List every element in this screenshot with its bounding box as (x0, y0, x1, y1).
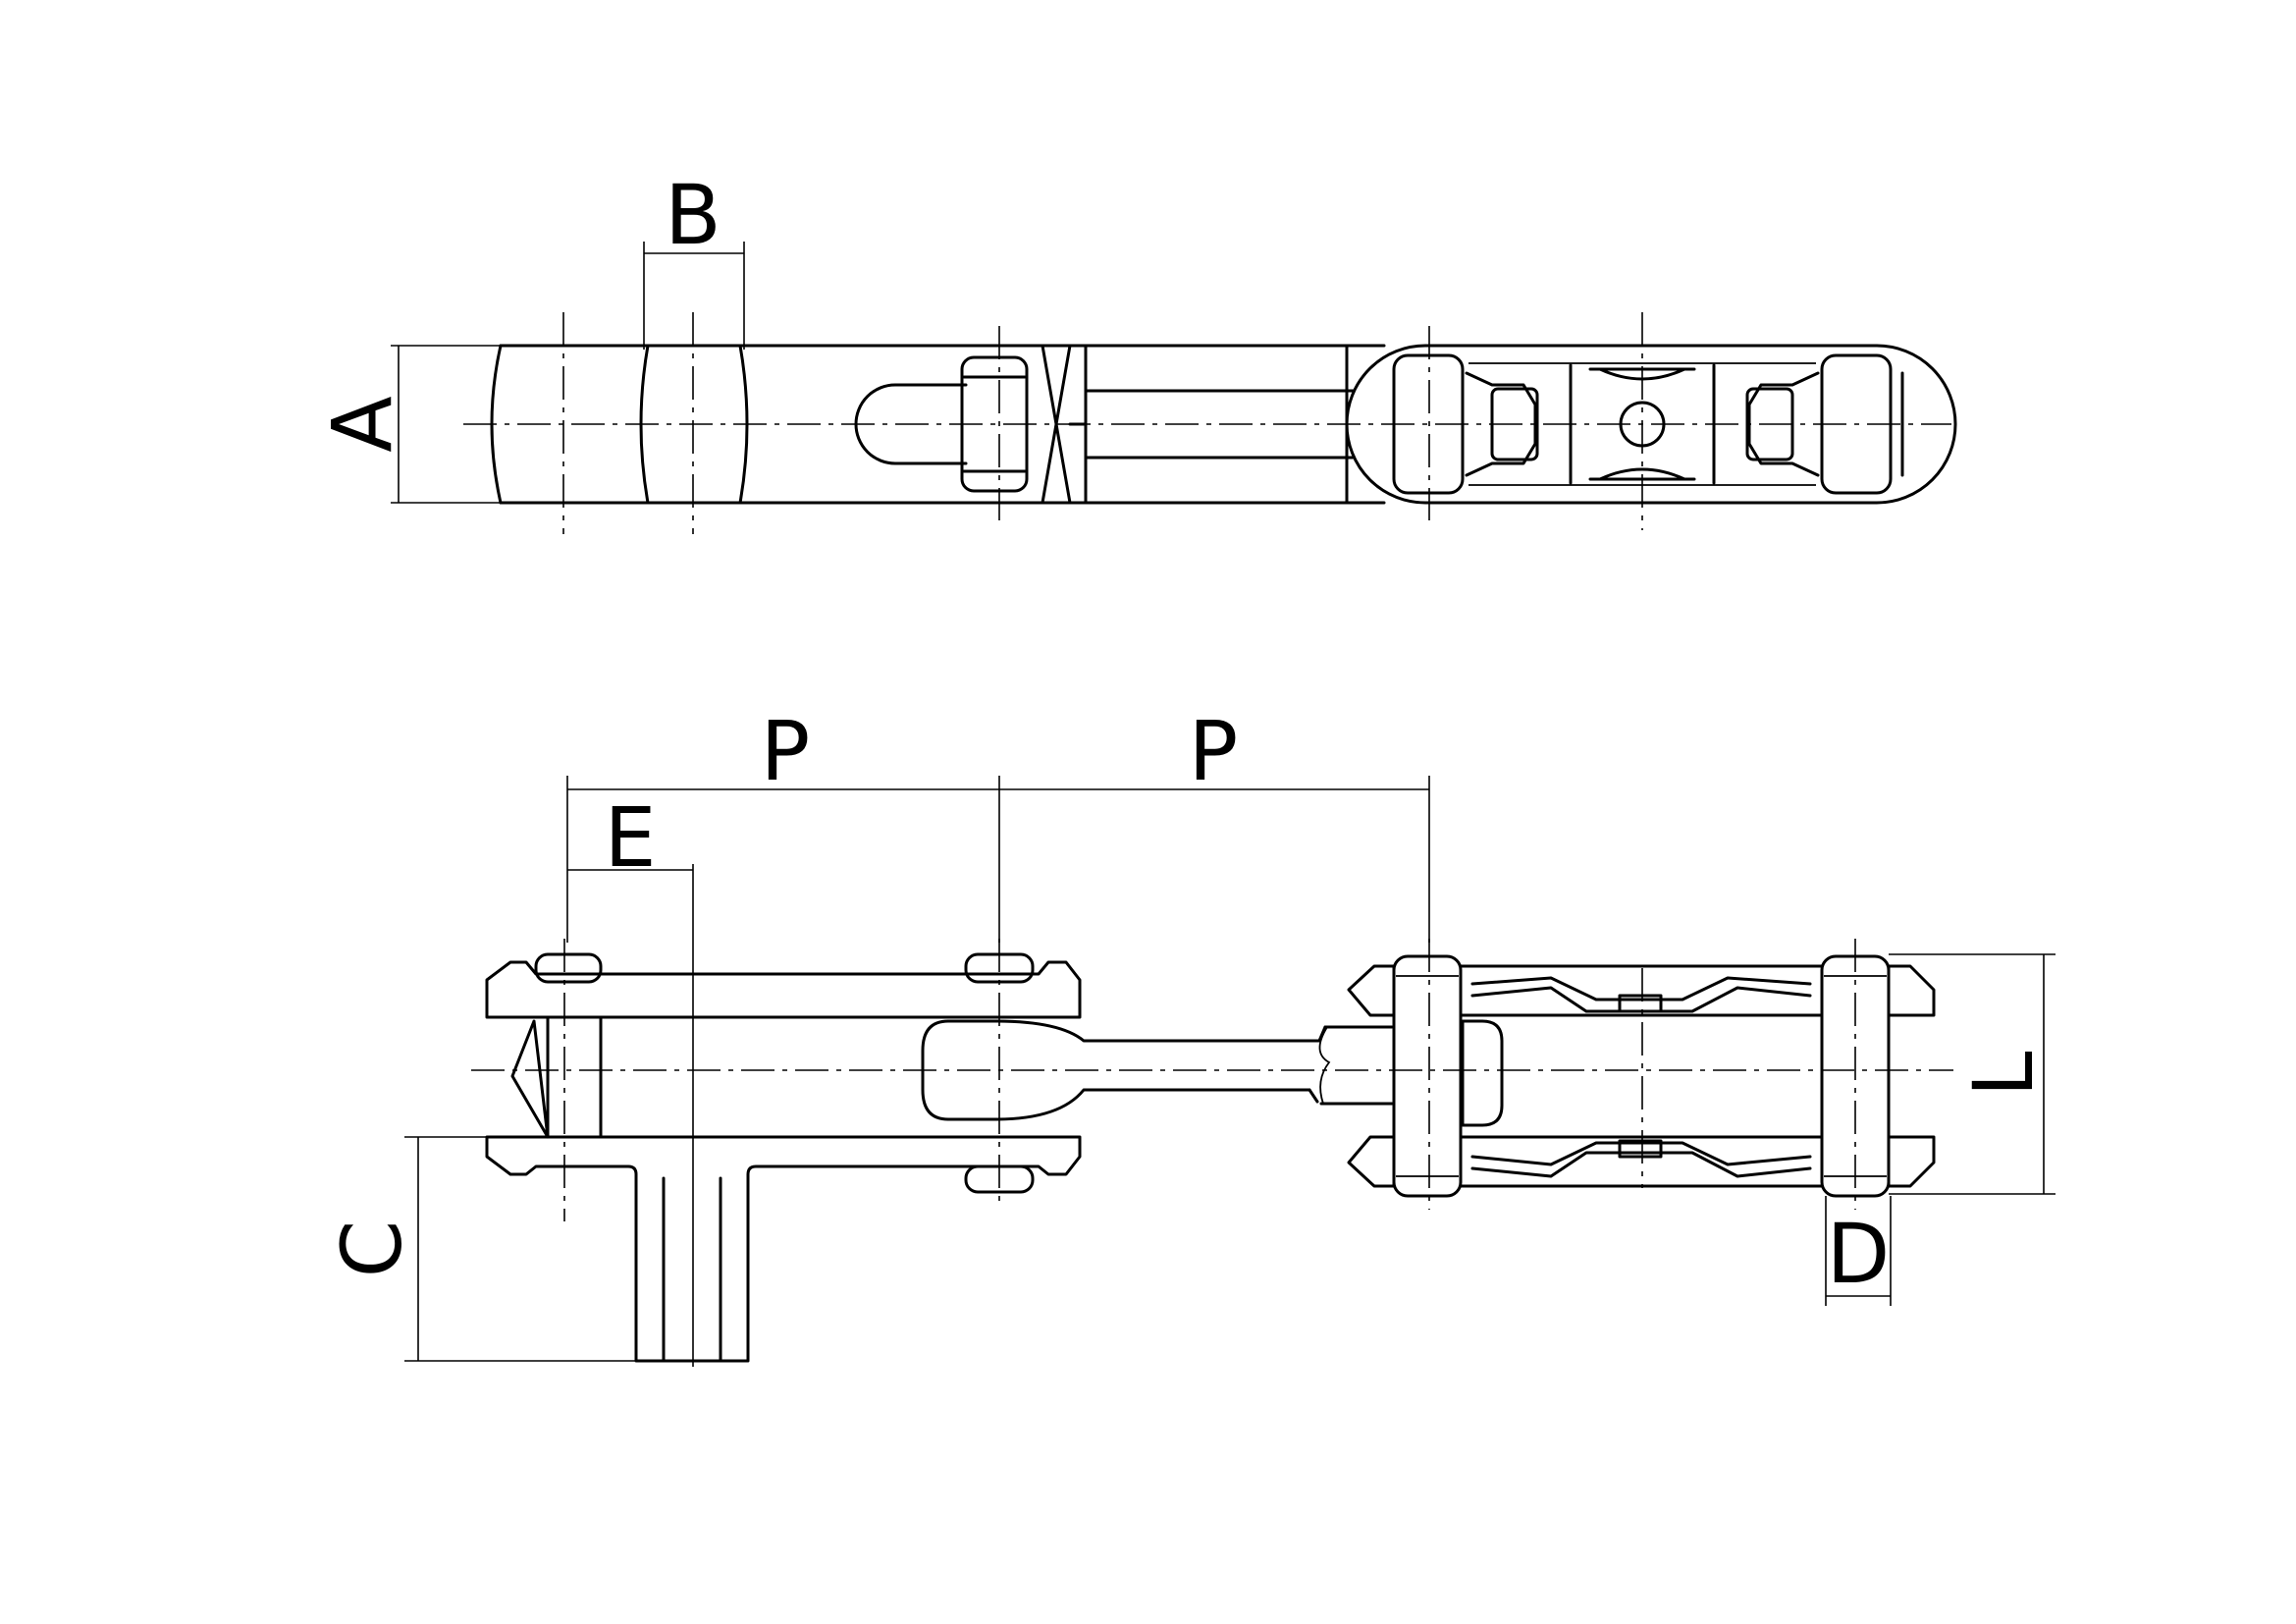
upper-wave-bar (1470, 976, 1812, 1001)
bushing-hatched (1461, 1019, 1504, 1127)
dimension-E: E (567, 789, 694, 1367)
label-L: L (1955, 1051, 2052, 1097)
label-P-first: P (761, 703, 811, 799)
clip-hatched-1 (1347, 964, 1396, 1017)
lower-wave-bar (1470, 1141, 1812, 1166)
label-C: C (324, 1220, 420, 1278)
label-A: A (314, 396, 410, 452)
dimension-D: D (1825, 1196, 1892, 1306)
top-view-centerlines (463, 312, 1951, 534)
dimension-L: L (1889, 953, 2056, 1195)
label-P-second: P (1189, 703, 1239, 799)
pin-left-side (1392, 954, 1463, 1198)
dimension-A: A (314, 345, 501, 504)
clip-hatched-3 (1887, 964, 1936, 1017)
dimension-C: C (324, 1136, 636, 1362)
right-link-outline (1345, 344, 1957, 505)
label-B: B (665, 167, 721, 263)
label-D: D (1827, 1206, 1891, 1302)
upper-side-plate (485, 960, 1082, 1019)
side-view-centerlines (471, 939, 1953, 1221)
label-E: E (604, 789, 656, 886)
chevron-right (1054, 344, 1072, 505)
lower-side-plate-with-attachment (485, 1135, 1082, 1363)
clip-hatched-4 (1887, 1135, 1936, 1188)
side-view (485, 952, 1936, 1363)
clip-hatched-2 (1347, 1135, 1396, 1188)
dimension-B: B (643, 167, 745, 350)
dimension-P: P P (566, 703, 1430, 943)
